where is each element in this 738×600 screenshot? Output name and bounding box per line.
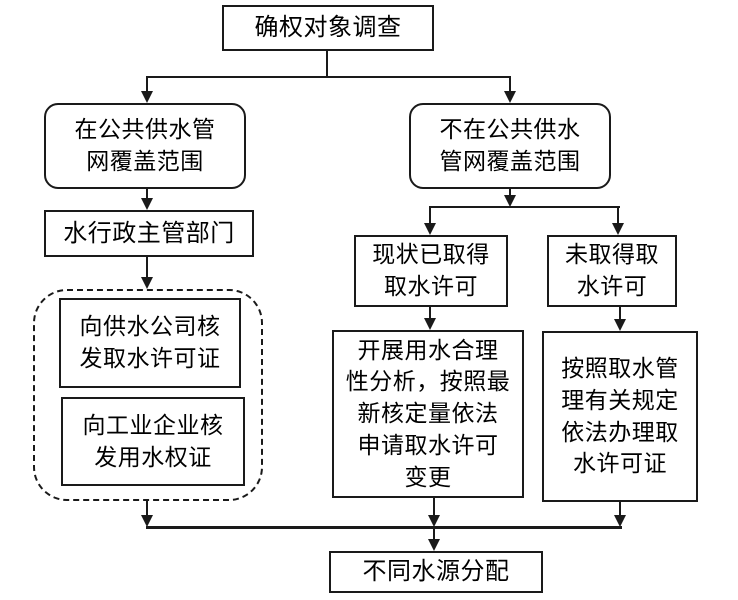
node-in-network: 在公共供水管 网覆盖范围 xyxy=(44,103,246,189)
node-no-permit: 未取得取 水许可 xyxy=(547,235,677,307)
connector-not-in-network-down xyxy=(509,189,511,197)
connector-to-allocation xyxy=(433,529,435,540)
arrowhead-down-icon xyxy=(504,195,516,207)
arrowhead-down-icon xyxy=(141,91,153,103)
node-has-permit: 现状已取得 取水许可 xyxy=(354,235,508,307)
connector-to-in-network xyxy=(146,76,148,92)
arrowhead-down-icon xyxy=(614,515,626,527)
connector-to-has-permit xyxy=(429,207,431,224)
connector-to-apply-permit xyxy=(619,307,621,320)
connector-to-water-admin xyxy=(146,189,148,199)
arrowhead-down-icon xyxy=(141,515,153,527)
node-not-in-network: 不在公共供水 管网覆盖范围 xyxy=(409,103,611,189)
node-issue-use-right: 向工业企业核 发用水权证 xyxy=(61,397,245,486)
arrowhead-down-icon xyxy=(614,319,626,331)
connector-to-analysis xyxy=(429,307,431,319)
connector-to-no-permit xyxy=(617,207,619,224)
node-water-admin: 水行政主管部门 xyxy=(44,210,254,257)
connector-apply-to-merge-bar xyxy=(619,502,621,516)
arrowhead-down-icon xyxy=(424,318,436,330)
certificates-group-container xyxy=(33,289,263,501)
node-allocation: 不同水源分配 xyxy=(329,551,543,593)
connector-top-branch-bar xyxy=(146,76,511,78)
arrowhead-down-icon xyxy=(504,91,516,103)
connector-group-to-merge-bar xyxy=(146,500,148,516)
node-rationality-analysis: 开展用水合理 性分析，按照最 新核定量依法 申请取水许可 变更 xyxy=(332,330,524,498)
arrowhead-down-icon xyxy=(612,223,624,235)
arrowhead-down-icon xyxy=(428,539,440,551)
connector-to-certificates-group xyxy=(146,257,148,278)
node-survey: 确权对象调查 xyxy=(222,5,434,51)
connector-to-not-in-network xyxy=(509,76,511,92)
arrowhead-down-icon xyxy=(141,198,153,210)
arrowhead-down-icon xyxy=(141,277,153,289)
connector-survey-down xyxy=(326,51,328,77)
arrowhead-down-icon xyxy=(424,223,436,235)
arrowhead-down-icon xyxy=(428,515,440,527)
connector-right-branch-bar xyxy=(429,206,620,208)
connector-analysis-to-merge-bar xyxy=(433,498,435,516)
node-apply-permit: 按照取水管 理有关规定 依法办理取 水许可证 xyxy=(542,331,698,502)
node-issue-water-permit: 向供水公司核 发取水许可证 xyxy=(59,298,241,388)
connector-merge-bar xyxy=(146,526,622,529)
